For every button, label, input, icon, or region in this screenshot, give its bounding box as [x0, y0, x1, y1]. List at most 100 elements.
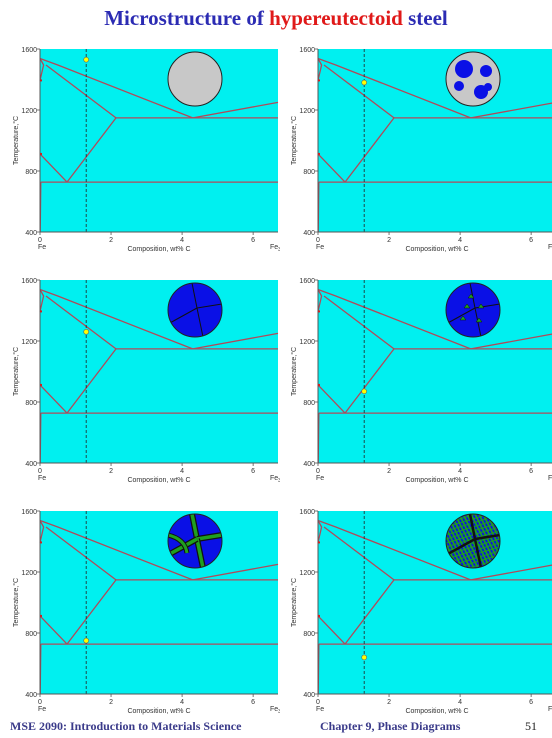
plot-area — [40, 511, 278, 694]
phase-boundary-acm — [66, 117, 117, 183]
y-axis-label: Temperature,°C — [12, 578, 20, 627]
phase-boundary-delta-region — [317, 289, 323, 312]
phase-diagram-svg: 160012008004000246FeFe3CComposition, wt%… — [290, 278, 552, 484]
phase-boundary-solidus — [45, 64, 117, 119]
phase-boundary-solidus — [45, 526, 117, 581]
cementite-particle — [467, 293, 475, 299]
phase-boundary-liquidus-left — [39, 57, 193, 119]
footer-course: MSE 2090: Introduction to Materials Scie… — [10, 719, 242, 733]
austenite-sample — [168, 283, 222, 337]
x-tick-label: 2 — [109, 468, 113, 475]
phase-boundary-solidus — [45, 295, 117, 350]
grain-boundary-cementite — [195, 538, 205, 568]
y-tick-label: 400 — [303, 461, 315, 468]
phase-boundary-acm — [344, 579, 395, 645]
phase-diagram-panel: 160012008004000246FeFe3CComposition, wt%… — [288, 44, 552, 264]
phase-boundary-delta-region — [39, 520, 45, 543]
x-tick-label: 4 — [458, 468, 462, 475]
austenite-grain — [455, 60, 473, 78]
phase-diagram-panel: 160012008004000246FeFe3CComposition, wt%… — [288, 275, 552, 495]
lamella — [446, 542, 500, 560]
grain-boundary-cementite — [473, 538, 483, 568]
x-axis-label: Composition, wt% C — [405, 477, 468, 484]
y-tick-label: 1200 — [21, 339, 37, 346]
cementite-particle — [459, 315, 467, 321]
y-tick-label: 1600 — [21, 278, 37, 285]
phase-boundary-solidus — [323, 295, 395, 350]
phase-diagram-svg: 160012008004000246FeFe3CComposition, wt%… — [12, 278, 280, 484]
grain-boundary-cementite — [468, 514, 477, 540]
x-tick-label: 0 — [316, 237, 320, 244]
y-tick-label: 800 — [25, 169, 37, 176]
y-tick-label: 400 — [303, 692, 315, 699]
footer-page-number: 51 — [525, 719, 537, 733]
x-left-label: Fe — [38, 244, 46, 251]
phase-diagram-panel: 160012008004000246FeFe3CComposition, wt%… — [10, 275, 280, 495]
y-tick-label: 800 — [25, 631, 37, 638]
grain-boundary — [191, 283, 198, 309]
phase-boundary-acm — [344, 348, 395, 414]
y-tick-label: 1200 — [21, 570, 37, 577]
title-suffix: steel — [402, 6, 448, 30]
lamella — [446, 506, 500, 507]
x-axis-label: Composition, wt% C — [127, 246, 190, 253]
x-tick-label: 4 — [180, 699, 184, 706]
grain-boundary — [196, 307, 204, 337]
phase-boundary-delta-region — [317, 520, 323, 543]
y-tick-label: 800 — [303, 400, 315, 407]
lamella — [446, 506, 500, 511]
phase-boundary-acm — [66, 348, 117, 414]
microstructure-pearlite-plus-proeutectoid-cementite — [445, 506, 501, 569]
grain-boundary-cementite — [168, 533, 189, 554]
x-tick-label: 4 — [180, 237, 184, 244]
x-left-label: Fe — [38, 706, 46, 713]
y-axis-label: Temperature,°C — [290, 116, 298, 165]
phase-boundary-liquidus-left — [39, 288, 193, 350]
y-tick-label: 1200 — [299, 108, 315, 115]
phase-boundary-liquidus-right — [470, 102, 552, 119]
x-tick-label: 0 — [38, 237, 42, 244]
phase-diagram-panel: 160012008004000246FeFe3CComposition, wt%… — [10, 44, 280, 264]
lamella — [446, 554, 500, 568]
microstructure-austenite-plus-proeutectoid-cementite — [445, 282, 501, 338]
y-tick-label: 1200 — [299, 339, 315, 346]
microstructure-austenite — [167, 282, 223, 338]
phase-boundary-solidus — [323, 64, 395, 119]
microstructure-liquid-plus-austenite — [445, 51, 501, 107]
x-left-label: Fe — [316, 706, 324, 713]
x-right-subscript: 3 — [278, 247, 280, 253]
phase-boundary-delta-region — [317, 58, 323, 81]
cementite-particle — [475, 317, 483, 323]
y-axis-label: Temperature,°C — [290, 347, 298, 396]
microstructure-liquid — [167, 51, 223, 107]
x-left-label: Fe — [316, 244, 324, 251]
plot-area — [318, 49, 552, 232]
y-tick-label: 400 — [25, 230, 37, 237]
x-tick-label: 6 — [251, 237, 255, 244]
state-point — [83, 56, 89, 63]
title-highlight: hypereutectoid — [269, 6, 403, 30]
phase-boundary-delta-region — [39, 289, 45, 312]
state-point — [361, 388, 367, 395]
x-right-subscript: 3 — [278, 478, 280, 484]
phase-diagram-panel: 160012008004000246FeFe3CComposition, wt%… — [288, 506, 552, 726]
y-tick-label: 1600 — [21, 47, 37, 54]
y-tick-label: 800 — [25, 400, 37, 407]
phase-diagram-svg: 160012008004000246FeFe3CComposition, wt%… — [290, 47, 552, 253]
grain-boundary — [168, 307, 198, 325]
austenite-grain — [454, 81, 464, 91]
x-axis-label: Composition, wt% C — [405, 246, 468, 253]
grain-boundary — [474, 307, 482, 337]
liquid-sample — [445, 51, 501, 107]
x-tick-label: 4 — [180, 468, 184, 475]
phase-boundary-liquidus-right — [192, 563, 279, 581]
phase-boundary-liquidus-right — [192, 332, 279, 350]
phase-boundary-acm — [66, 579, 117, 645]
sample-outline — [445, 513, 501, 569]
x-tick-label: 4 — [458, 237, 462, 244]
x-axis-label: Composition, wt% C — [127, 708, 190, 715]
grain-boundary-cementite — [196, 533, 222, 541]
state-point — [361, 654, 367, 661]
phase-boundary-liquidus-left — [317, 288, 471, 350]
